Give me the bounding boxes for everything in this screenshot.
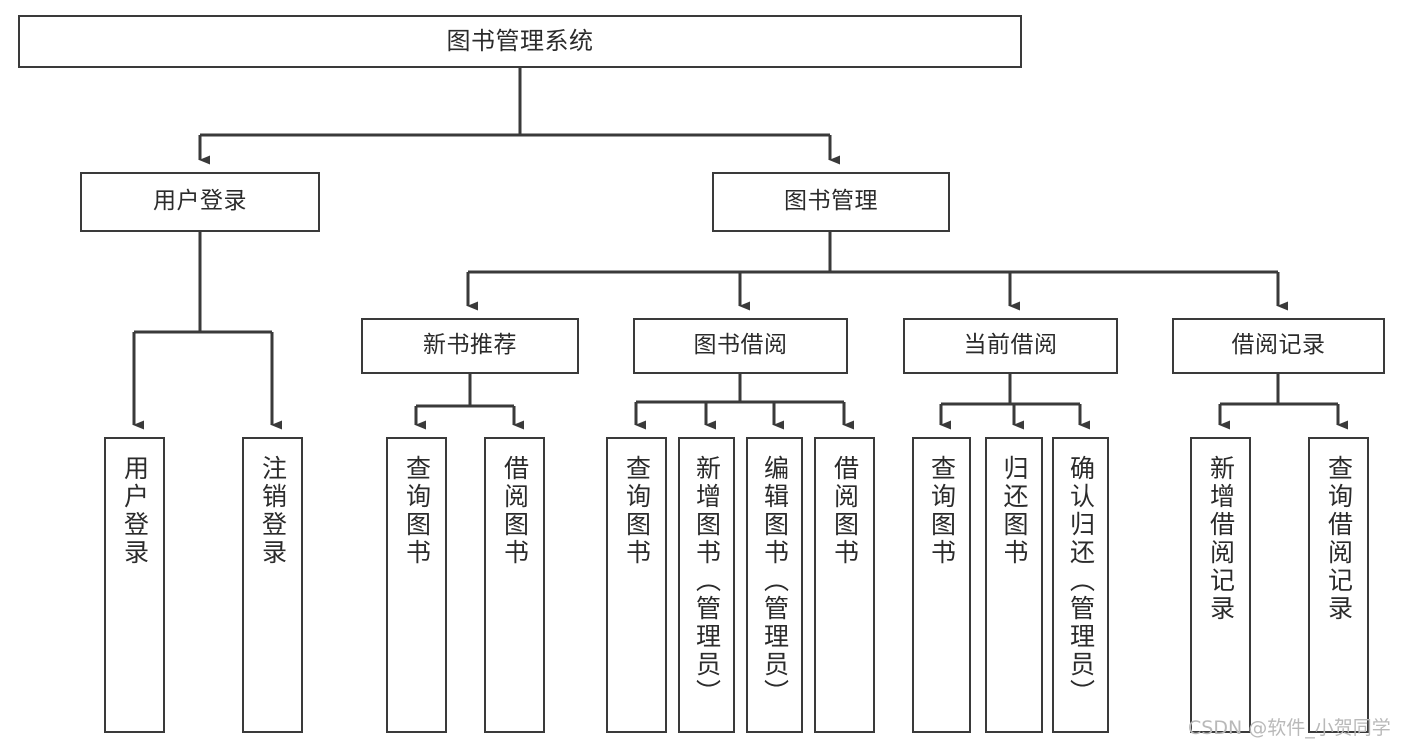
node-leaf-borrow-book-borrow-label: 借阅图书 — [830, 455, 860, 567]
node-leaf-return-book-label: 归还图书 — [1000, 455, 1029, 567]
csdn-watermark: CSDN @软件_小贺同学 — [1188, 717, 1391, 739]
node-leaf-confirm-return-admin-label: 确认归还（管理员） — [1066, 455, 1096, 707]
node-leaf-confirm-return-admin[interactable]: 确认归还（管理员） — [1052, 437, 1109, 733]
node-leaf-query-book-current-label: 查询图书 — [927, 455, 957, 567]
node-borrow-record-label: 借阅记录 — [1231, 332, 1326, 359]
node-book-borrow[interactable]: 图书借阅 — [633, 318, 848, 374]
node-leaf-query-borrow-record-label: 查询借阅记录 — [1324, 455, 1354, 623]
node-new-book-recommend-label: 新书推荐 — [423, 332, 517, 359]
node-book-borrow-label: 图书借阅 — [693, 332, 788, 359]
node-leaf-query-book-current[interactable]: 查询图书 — [912, 437, 971, 733]
node-leaf-edit-book-admin[interactable]: 编辑图书（管理员） — [746, 437, 803, 733]
node-root[interactable]: 图书管理系统 — [18, 15, 1022, 68]
node-leaf-query-book-borrow[interactable]: 查询图书 — [606, 437, 667, 733]
node-user-login[interactable]: 用户登录 — [80, 172, 320, 232]
node-leaf-borrow-book-rec[interactable]: 借阅图书 — [484, 437, 545, 733]
node-leaf-add-borrow-record[interactable]: 新增借阅记录 — [1190, 437, 1251, 733]
node-leaf-add-borrow-record-label: 新增借阅记录 — [1206, 455, 1236, 623]
node-book-management[interactable]: 图书管理 — [712, 172, 950, 232]
node-current-borrow-label: 当前借阅 — [963, 332, 1058, 359]
node-leaf-query-borrow-record[interactable]: 查询借阅记录 — [1308, 437, 1369, 733]
node-book-management-label: 图书管理 — [784, 188, 878, 215]
node-leaf-borrow-book-rec-label: 借阅图书 — [500, 455, 530, 567]
node-leaf-user-login-label: 用户登录 — [120, 455, 150, 567]
node-leaf-add-book-admin-label: 新增图书（管理员） — [692, 455, 722, 707]
node-leaf-query-book-rec-label: 查询图书 — [402, 455, 432, 567]
node-leaf-edit-book-admin-label: 编辑图书（管理员） — [760, 455, 790, 707]
node-new-book-recommend[interactable]: 新书推荐 — [361, 318, 579, 374]
node-user-login-label: 用户登录 — [153, 188, 247, 215]
node-leaf-logout[interactable]: 注销登录 — [242, 437, 303, 733]
node-current-borrow[interactable]: 当前借阅 — [903, 318, 1118, 374]
node-leaf-query-book-rec[interactable]: 查询图书 — [386, 437, 447, 733]
node-leaf-logout-label: 注销登录 — [258, 455, 288, 567]
node-leaf-add-book-admin[interactable]: 新增图书（管理员） — [678, 437, 735, 733]
node-leaf-return-book[interactable]: 归还图书 — [985, 437, 1043, 733]
node-leaf-user-login[interactable]: 用户登录 — [104, 437, 165, 733]
node-leaf-query-book-borrow-label: 查询图书 — [622, 455, 652, 567]
node-root-label: 图书管理系统 — [446, 27, 594, 56]
node-borrow-record[interactable]: 借阅记录 — [1172, 318, 1385, 374]
node-leaf-borrow-book-borrow[interactable]: 借阅图书 — [814, 437, 875, 733]
